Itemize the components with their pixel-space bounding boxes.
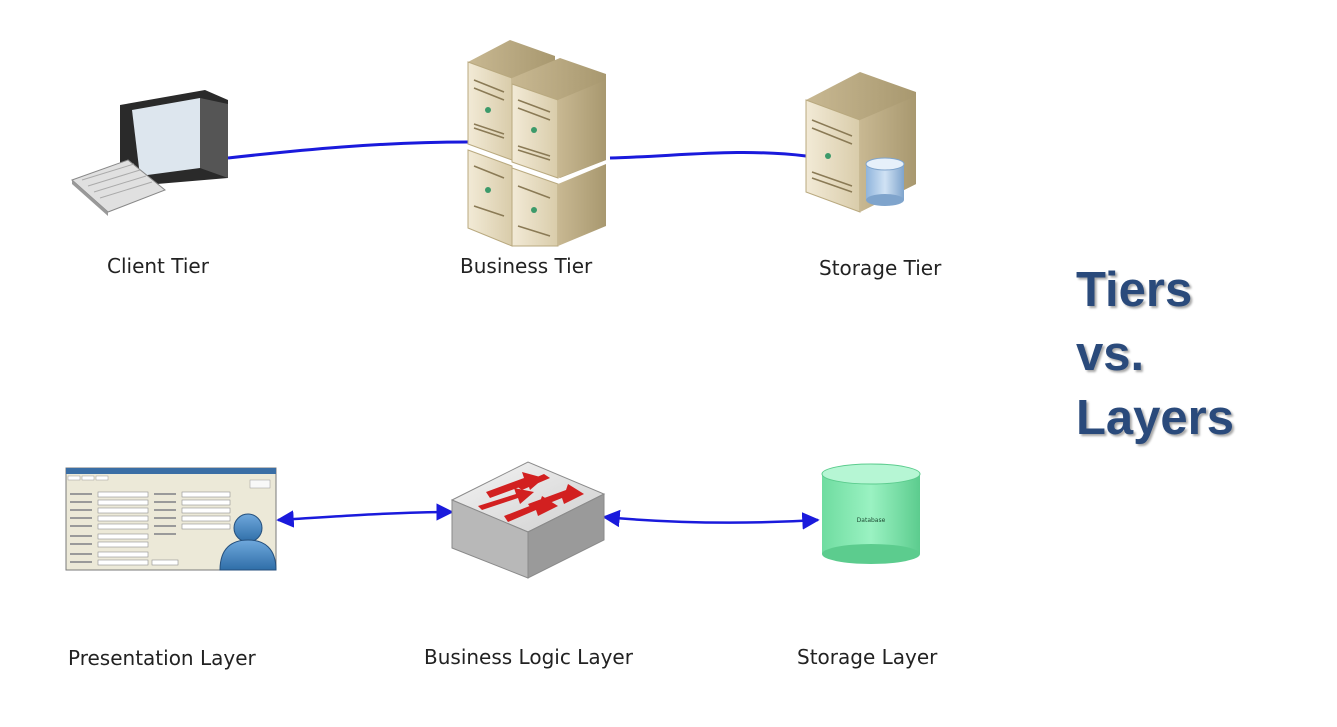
storage-tier-label: Storage Tier <box>819 256 942 280</box>
business-servers-icon <box>467 40 606 247</box>
presentation-layer-label: Presentation Layer <box>68 646 256 670</box>
client-tier-label: Client Tier <box>107 254 209 278</box>
storage-layer-label: Storage Layer <box>797 645 938 669</box>
storage-database-icon: Database <box>821 463 921 564</box>
page-title: Tiers vs. Layers <box>1076 258 1234 450</box>
title-line-tiers: Tiers <box>1076 263 1193 317</box>
business-tier-label: Business Tier <box>460 254 593 278</box>
connector-logic-storage <box>602 509 820 530</box>
database-label: Database <box>857 517 886 524</box>
business-logic-layer-label: Business Logic Layer <box>424 645 633 669</box>
title-line-vs: vs. <box>1076 327 1145 381</box>
database-small-icon <box>865 157 905 206</box>
storage-server-icon <box>805 72 916 213</box>
business-logic-switch-icon <box>450 461 606 579</box>
connector-business-storage <box>609 151 807 160</box>
connector-presentation-logic <box>276 503 454 528</box>
user-icon <box>219 513 277 571</box>
connector-client-business <box>227 140 469 160</box>
title-line-layers: Layers <box>1076 391 1235 445</box>
client-computer-icon <box>71 90 228 216</box>
